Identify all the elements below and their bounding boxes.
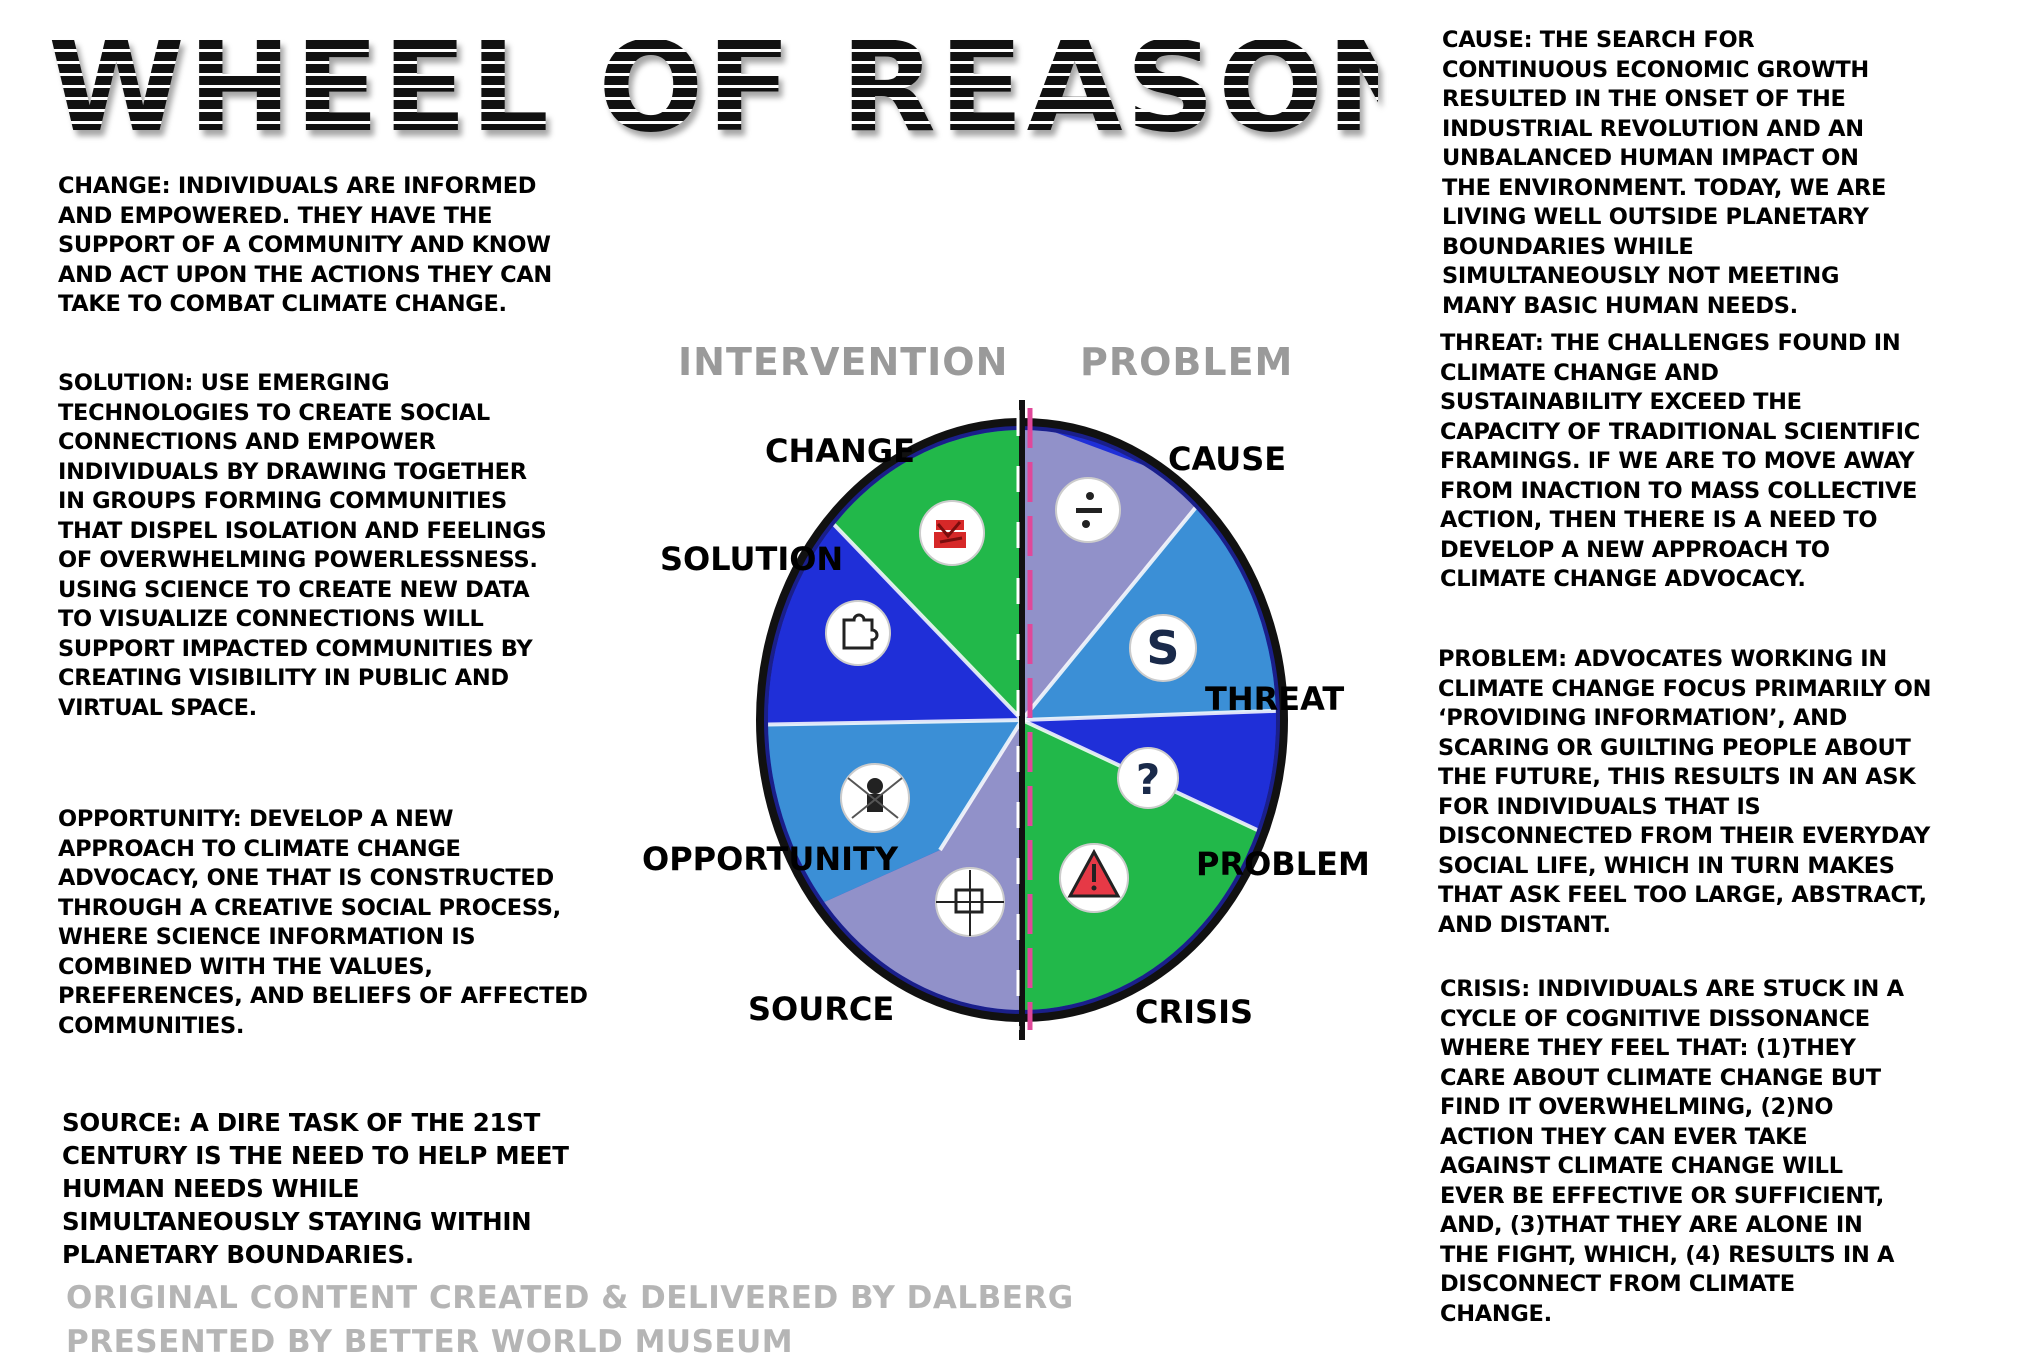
solution-description: Solution: Use emerging technologies to c… xyxy=(58,370,547,721)
label-change: CHANGE xyxy=(765,432,915,470)
clenched-fist-icon xyxy=(919,500,985,566)
change-description: Change: Individuals are informed and emp… xyxy=(58,173,552,317)
svg-text:S: S xyxy=(1146,621,1179,675)
warning-triangle-icon xyxy=(1059,843,1129,913)
credit-line-presented: Presented by Better World Museum xyxy=(66,1324,794,1360)
credit-line-created: Original content created & delivered by … xyxy=(66,1280,1074,1316)
divide-icon xyxy=(1055,477,1121,543)
label-opportunity: OPPORTUNITY xyxy=(642,840,899,878)
label-source: SOURCE xyxy=(748,990,895,1028)
label-cause: CAUSE xyxy=(1168,440,1287,478)
target-crosshair-icon xyxy=(935,867,1005,937)
source-description: Source: A dire task of the 21st century … xyxy=(62,1108,569,1269)
crisis-description: Crisis: Individuals are stuck in a cycle… xyxy=(1440,976,1904,1327)
puzzle-piece-icon xyxy=(825,600,891,666)
cause-description: Cause: The search for continuous economi… xyxy=(1442,27,1887,319)
intervention-heading: INTERVENTION xyxy=(678,340,1009,384)
problem-heading: PROBLEM xyxy=(1080,340,1294,384)
problem-description: Problem: Advocates working in climate ch… xyxy=(1438,646,1932,938)
network-person-icon xyxy=(840,763,910,833)
question-mark-icon: ? xyxy=(1117,747,1179,809)
wheel-of-reasoning: S ? xyxy=(756,400,1288,1040)
dollar-sign-icon: S xyxy=(1129,614,1197,682)
label-solution: SOLUTION xyxy=(660,540,844,578)
label-problem: PROBLEM xyxy=(1196,845,1370,883)
svg-text:?: ? xyxy=(1136,755,1160,804)
page-title: WHEEL OF REASONING xyxy=(48,16,1694,160)
label-threat: THREAT xyxy=(1205,680,1345,718)
segment-change xyxy=(820,430,1022,720)
label-crisis: CRISIS xyxy=(1135,993,1254,1031)
threat-description: Threat: The challenges found in climate … xyxy=(1440,330,1920,592)
opportunity-description: Opportunity: Develop a new approach to c… xyxy=(58,806,588,1039)
